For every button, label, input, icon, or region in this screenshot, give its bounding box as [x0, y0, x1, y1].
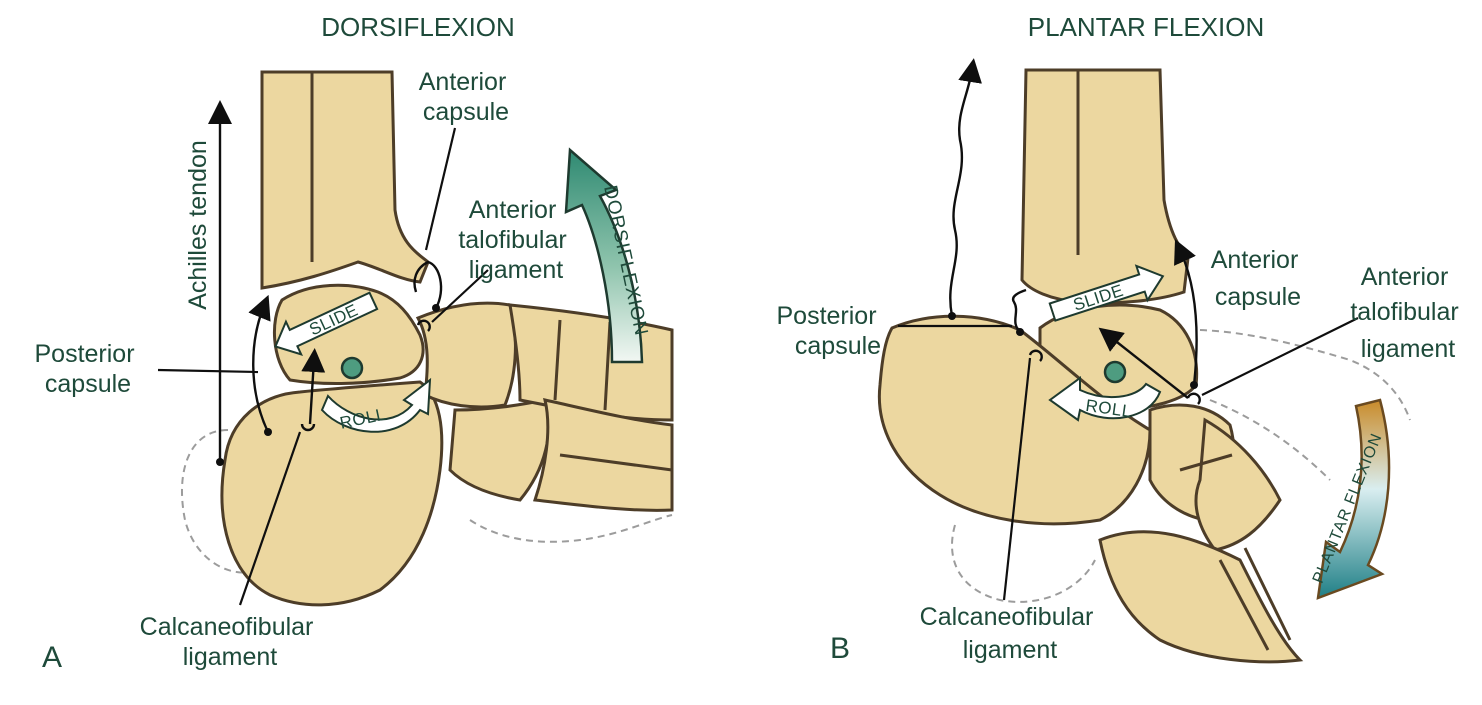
anterior-talofibular-leader-b — [1201, 317, 1359, 396]
anterior-talofibular-leader-a — [431, 269, 489, 323]
anterior-capsule-slack-a — [413, 260, 443, 309]
panel-b-plantar-flexion: PLANTAR FLEXION SLIDE ROLL — [777, 12, 1465, 665]
heel-pad-outline-b — [951, 524, 1096, 603]
heel-pad-outline — [181, 429, 261, 574]
metatarsal-bones — [532, 398, 674, 512]
panel-a-dorsiflexion: DORSIFLEXION SLIDE ROLL — [35, 12, 674, 674]
roll-arrow-b: ROLL — [1048, 376, 1162, 422]
posterior-capsule-curve-a — [248, 294, 271, 433]
tibia-bone — [260, 70, 430, 290]
posterior-capsule-anchor-b — [1016, 328, 1024, 336]
cuboid-bone — [448, 398, 551, 502]
navicular-bone — [415, 301, 517, 409]
calcaneofibular-leader-a — [238, 431, 302, 606]
anterior-capsule-label-a: Anterior capsule — [419, 68, 514, 126]
posterior-capsule-leader-a — [157, 368, 259, 374]
anterior-talofibular-hook-a — [416, 319, 431, 332]
dorsum-outline — [1199, 329, 1411, 421]
achilles-tendon-wavy — [949, 58, 982, 317]
anterior-capsule-label-b: Anterior capsule — [1211, 246, 1306, 311]
anterior-talofibular-hook-b — [1186, 392, 1201, 405]
panel-a-title: DORSIFLEXION — [321, 12, 515, 42]
anterior-capsule-taut-b — [1174, 239, 1198, 386]
panel-b-title: PLANTAR FLEXION — [1028, 12, 1264, 42]
anterior-capsule-leader-a — [424, 127, 457, 251]
posterior-capsule-label-b: Posterior capsule — [777, 302, 884, 360]
anterior-capsule-anchor-b — [1190, 381, 1198, 389]
metatarsal-joint-lines-b — [1179, 453, 1292, 651]
anterior-talofibular-label-b: Anterior talofibular ligament — [1350, 263, 1465, 363]
anterior-talofibular-label-a: Anterior talofibular ligament — [458, 196, 573, 284]
posterior-capsule-label-a: Posterior capsule — [35, 340, 142, 398]
posterior-capsule-anchor-a — [264, 428, 272, 436]
panel-a-letter: A — [42, 641, 62, 674]
calcaneus-bone — [220, 380, 444, 607]
rotation-axis-dot-b — [1103, 360, 1127, 384]
dashed-bone-outline-b — [1209, 399, 1331, 481]
cuneiform-bones-b — [1194, 417, 1282, 552]
metatarsal-joint-lines — [553, 319, 673, 472]
sole-outline — [469, 514, 673, 543]
anterior-talofibular-line-b — [1098, 327, 1189, 399]
achilles-insertion-dot — [216, 458, 224, 466]
tibia-bone-b — [1020, 68, 1190, 305]
metatarsal-bones-b — [1098, 530, 1304, 664]
achilles-tendon-label: Achilles tendon — [184, 140, 212, 310]
calcaneofibular-label-a: Calcaneofibular ligament — [140, 613, 321, 671]
posterior-capsule-slack-b — [1011, 288, 1027, 333]
calcaneofibular-leader-b — [1002, 357, 1032, 601]
rotation-axis-dot — [340, 356, 364, 380]
anterior-capsule-anchor-a — [432, 304, 440, 312]
achilles-insertion-dot-b — [948, 312, 956, 320]
plantar-flexion-motion-arrow: PLANTAR FLEXION — [1310, 398, 1391, 600]
panel-b-letter: B — [830, 632, 850, 665]
calcaneofibular-hook-b — [1028, 349, 1043, 362]
calcaneofibular-line-a — [301, 348, 326, 425]
calcaneofibular-label-b: Calcaneofibular ligament — [920, 603, 1101, 664]
calcaneofibular-hook-a — [300, 423, 316, 432]
